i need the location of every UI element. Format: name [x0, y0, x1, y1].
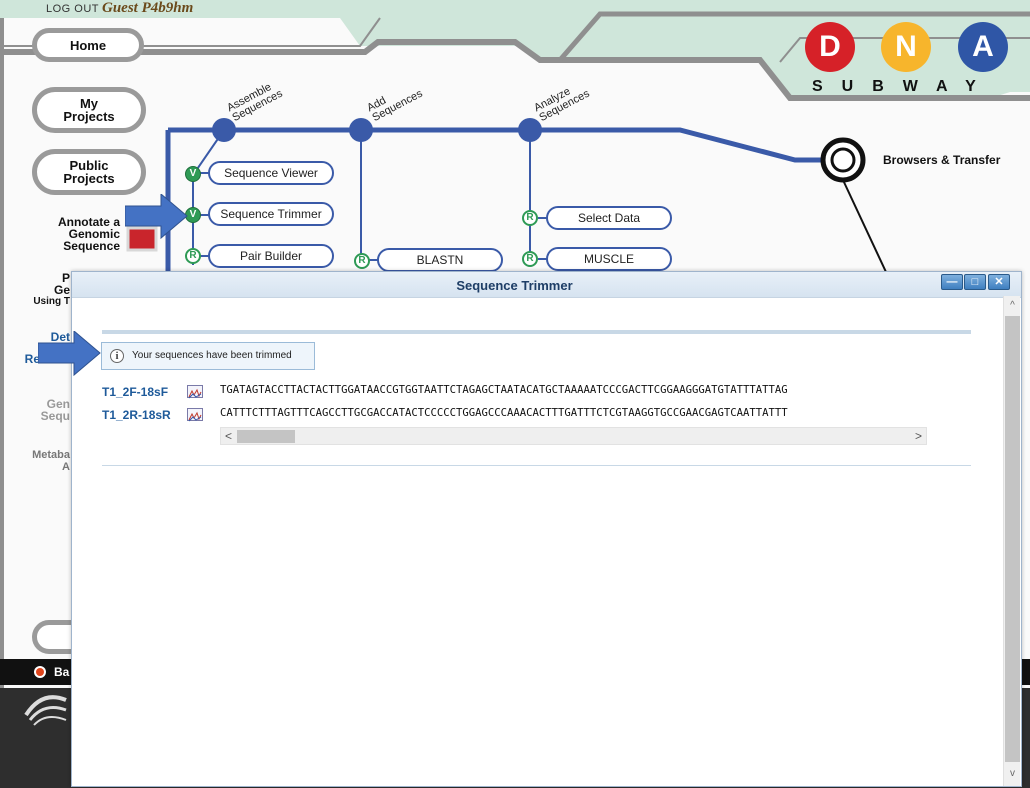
minimize-button[interactable]: — — [941, 274, 963, 290]
info-message-box: i Your sequences have been trimmed — [101, 342, 315, 370]
status-badge-ready: R — [354, 253, 370, 269]
logo-n-circle: N — [881, 22, 931, 72]
horizontal-scrollbar[interactable]: < > — [220, 427, 927, 445]
info-icon: i — [110, 349, 124, 363]
status-badge-viewed: V — [185, 166, 201, 182]
info-message-text: Your sequences have been trimmed — [132, 350, 292, 361]
nav-partial-re[interactable]: Re — [24, 352, 40, 366]
top-bar: LOG OUT Guest P4b9hm — [0, 0, 1030, 18]
nav-partial-ge: Ge — [53, 283, 70, 297]
nav-partial-sequ: Sequ — [40, 409, 70, 423]
vertical-scroll-thumb[interactable] — [1005, 316, 1020, 762]
scroll-down-icon[interactable]: v — [1010, 768, 1015, 779]
sequence-viewer-button[interactable]: Sequence Viewer — [208, 161, 334, 185]
nav-partial-metaba: Metaba — [32, 449, 70, 461]
status-badge-viewed: V — [185, 207, 201, 223]
annotate-genomic-sequence-link[interactable]: Annotate a Genomic Sequence — [57, 215, 120, 253]
sequence-trimmer-dialog: Sequence Trimmer — □ ✕ i Your sequences … — [71, 271, 1022, 787]
public-projects-label: Public Projects — [63, 158, 115, 186]
status-badge-ready: R — [522, 251, 538, 267]
pair-builder-button[interactable]: Pair Builder — [208, 244, 334, 268]
nav-partial-gen: Gen — [46, 397, 70, 411]
home-label: Home — [69, 37, 107, 53]
muscle-button[interactable]: MUSCLE — [546, 247, 672, 271]
close-button[interactable]: ✕ — [988, 274, 1010, 290]
status-badge-ready: R — [185, 248, 201, 264]
browsers-transfer-label[interactable]: Browsers & Transfer — [883, 153, 1001, 167]
pointer-arrow-message — [38, 331, 101, 377]
blastn-button[interactable]: BLASTN — [377, 248, 503, 272]
sequence-name-link[interactable]: T1_2R-18sR — [102, 408, 171, 422]
stop-node-analyze — [518, 118, 542, 142]
pointer-arrow-trimmer — [125, 194, 188, 240]
vertical-scrollbar[interactable]: ^ v — [1003, 296, 1020, 786]
status-badge-ready: R — [522, 210, 538, 226]
logout-link[interactable]: LOG OUT — [46, 3, 100, 15]
dialog-title: Sequence Trimmer — [456, 278, 573, 293]
dialog-title-bar[interactable]: Sequence Trimmer — □ ✕ — [72, 272, 1021, 298]
sequence-name-link[interactable]: T1_2F-18sF — [102, 385, 169, 399]
select-data-button[interactable]: Select Data — [546, 206, 672, 230]
home-button[interactable]: Home — [32, 28, 144, 62]
top-separator — [102, 330, 971, 334]
stop-node-add — [349, 118, 373, 142]
my-projects-label: My Projects — [63, 96, 115, 124]
scroll-left-icon[interactable]: < — [225, 429, 233, 443]
horizontal-scroll-thumb[interactable] — [237, 430, 295, 443]
logo-a-circle: A — [958, 22, 1008, 72]
my-projects-button[interactable]: My Projects — [32, 87, 146, 133]
nav-partial-using: Using T — [33, 296, 70, 307]
logo-d-circle: D — [805, 22, 855, 72]
guest-username: Guest P4b9hm — [102, 0, 194, 16]
sequence-text: CATTTCTTTAGTTTCAGCCTTGCGACCATACTCCCCCTGG… — [220, 407, 788, 419]
sequence-text: TGATAGTACCTTACTACTTGGATAACCGTGGTAATTCTAG… — [220, 384, 788, 396]
sequence-trimmer-button[interactable]: Sequence Trimmer — [208, 202, 334, 226]
nav-partial-det[interactable]: Det — [50, 330, 70, 344]
nav-partial-a: A — [62, 461, 70, 473]
subway-wordmark: SUBWAY — [812, 78, 995, 95]
scroll-up-icon[interactable]: ^ — [1010, 300, 1015, 311]
nav-partial-p[interactable]: P — [61, 271, 70, 285]
public-projects-button[interactable]: Public Projects — [32, 149, 146, 195]
stop-node-assemble — [212, 118, 236, 142]
scroll-right-icon[interactable]: > — [915, 429, 923, 443]
sequence-display: TGATAGTACCTTACTACTTGGATAACCGTGGTAATTCTAG… — [220, 382, 926, 424]
maximize-button[interactable]: □ — [964, 274, 986, 290]
bottom-separator — [102, 465, 971, 466]
trace-viewer-icon[interactable] — [187, 385, 203, 399]
trace-viewer-icon[interactable] — [187, 408, 203, 422]
nav-partial-ba[interactable]: Ba — [54, 665, 70, 679]
